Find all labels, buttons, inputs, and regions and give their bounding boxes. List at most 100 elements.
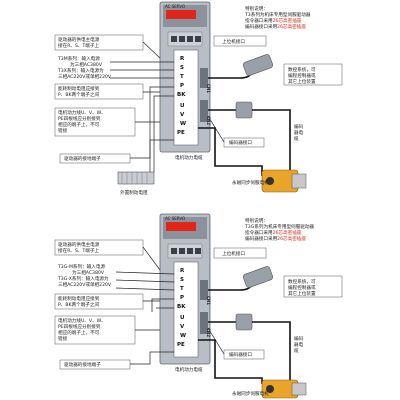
terminal-bk: BK: [177, 92, 186, 98]
cnc-line2: 编程控制器或: [288, 284, 316, 291]
power-desc-box: [54, 34, 144, 51]
encoder-port-label: 编码器接口: [229, 351, 252, 358]
terminal-p: P: [180, 295, 184, 301]
enc-cable-line2: 器电: [294, 129, 304, 136]
wiring-diagram-t3: AC SERVO CN1 CN2 R S T P BK U V W PE 驱动器…: [54, 1, 343, 196]
ground-desc-box: [59, 153, 131, 164]
motor-desc-line4: 错接: [58, 127, 68, 134]
encoder-port-box: [223, 349, 265, 360]
encoder-connector: [235, 101, 253, 119]
cnc-line1: 数控系统，可: [288, 278, 316, 285]
terminal-v: V: [180, 324, 185, 330]
power-desc-line1: 驱动器的供电主电源: [58, 36, 100, 43]
motor-name: 永磁同步伺服电机: [232, 179, 269, 186]
ground-desc: 驱动器的接地端子: [64, 361, 101, 368]
keypad-button[interactable]: [195, 36, 201, 42]
motor-cable-label: 电机动力电缆: [175, 154, 203, 161]
cn2-socket: [200, 100, 208, 122]
terminal-u: U: [180, 103, 184, 109]
motor-line-desc-box: [54, 107, 136, 137]
encoder-connector: [235, 313, 253, 331]
host-port-box: [213, 247, 267, 259]
brake-resistor: [117, 86, 174, 185]
ground-desc-box: [59, 359, 131, 370]
terminal-pe: PE: [177, 130, 185, 136]
wiring-panel-t3: AC SERVO CN1 CN2 R S T P BK U V W PE 驱动器…: [54, 1, 343, 196]
t3m-line1: T3M系列：输入电源: [57, 55, 100, 62]
motor-cable-label: 电机动力电缆: [175, 366, 203, 373]
t3x-line2: 三相AC220V或单相220V: [58, 73, 112, 80]
cnc-line3: 其它上位装置: [288, 78, 316, 85]
keypad-button[interactable]: [195, 248, 201, 254]
keypad-button[interactable]: [179, 36, 185, 42]
terminal-u: U: [180, 315, 184, 321]
motor-desc-line3: 相应的端子上，不可: [58, 329, 100, 336]
enc-cable-line3: 缆: [294, 347, 299, 354]
cnc-desc-box: [283, 275, 343, 298]
t3m-line1: T3G-M系列：输入电源: [57, 263, 105, 270]
t3x-line1: T3G-X系列：输入电源为: [57, 275, 109, 282]
note-line1: T3系列为机床专用型伺服驱动器: [244, 11, 311, 18]
power-desc-line2: 接在R、S、T端子上: [58, 42, 99, 49]
motor-name: 永磁同步伺服电机: [232, 390, 269, 397]
brake-desc-line1: 能耗制动电阻应接到: [58, 85, 100, 92]
terminal-t: T: [180, 74, 184, 80]
cn2-label: CN2: [206, 328, 211, 337]
terminal-v: V: [180, 112, 185, 118]
note-line2: 指令器口采用26芯高密插座: [245, 229, 302, 236]
ground-desc: 驱动器的接地端子: [64, 155, 101, 162]
terminal-p: P: [180, 83, 184, 89]
t3m-line2: 为三相AC380V: [72, 269, 105, 276]
keypad-button[interactable]: [187, 36, 193, 42]
terminal-bk: BK: [177, 304, 186, 310]
cnc-connector: [242, 266, 274, 288]
t3x-line1: T3X系列：输入电源为: [57, 67, 104, 74]
terminal-w: W: [180, 333, 186, 339]
cn1-label: CN1: [206, 84, 211, 93]
terminal-s: S: [180, 277, 184, 283]
motor-desc-line1: 电机动力线U、V、W、: [58, 109, 106, 116]
keypad-button[interactable]: [187, 248, 193, 254]
keypad: [171, 248, 201, 254]
encoder-port-label: 编码器接口: [229, 139, 252, 146]
cn2-label: CN2: [206, 116, 211, 125]
terminal-pe: PE: [177, 342, 185, 348]
t3x-line2: 三相AC220V或单相220V: [58, 281, 112, 288]
host-port-label: 上位机接口: [222, 38, 245, 45]
cnc-line2: 编程控制器或: [288, 72, 316, 79]
host-port-box: [213, 35, 267, 47]
servo-drive: AC SERVO CN1 CN2 R S T P BK U V W PE: [159, 1, 211, 153]
note-line3: 编码器接口采用26芯高密插座: [245, 235, 306, 242]
enc-cable-line3: 缆: [294, 135, 299, 142]
host-port-label: 上位机接口: [222, 250, 245, 257]
t3m-line2: 为三相AC380V: [70, 61, 103, 68]
terminal-t: T: [180, 286, 184, 292]
keypad-button[interactable]: [171, 248, 177, 254]
servo-motor: [261, 169, 307, 193]
terminal-w: W: [180, 121, 186, 127]
servo-drive: AC SERVO CN1 CN2 R S T P BK U V W PE: [159, 213, 211, 365]
note-line1: T3G系列为机床专用型伺服驱动器: [244, 223, 314, 230]
drive-brand-label: AC SERVO: [165, 216, 185, 221]
servo-motor: [261, 379, 307, 399]
motor-desc-line3: 相应的端子上，不可: [58, 121, 100, 128]
motor-desc-line4: 错接: [58, 335, 68, 342]
terminal-block: [173, 49, 199, 146]
wiring-panel-t3g: AC SERVO CN1 CN2 R S T P BK U V W PE 驱动器…: [0, 200, 400, 400]
motor-desc-line1: 电机动力线U、V、W、: [58, 317, 106, 324]
wiring-diagram-t3g: AC SERVO CN1 CN2 R S T P BK U V W PE 驱动器…: [54, 213, 343, 399]
enc-cable-line1: 编码: [294, 123, 304, 130]
brake-desc-box: [54, 293, 144, 310]
keypad-button[interactable]: [179, 248, 185, 254]
cnc-desc-box: [283, 63, 343, 86]
cnc-line1: 数控系统，可: [288, 66, 316, 73]
led-display: [166, 222, 196, 231]
keypad-button[interactable]: [171, 36, 177, 42]
power-desc-line1: 驱动器的供电主电源: [58, 241, 100, 248]
cn1-socket: [200, 68, 208, 88]
enc-cable-line1: 编码: [294, 335, 304, 342]
cn1-socket: [200, 280, 208, 300]
power-desc-line2: 接在R、S、T端子上: [58, 247, 99, 254]
terminal-r: R: [180, 268, 185, 274]
cnc-line3: 其它上位装置: [288, 290, 316, 297]
